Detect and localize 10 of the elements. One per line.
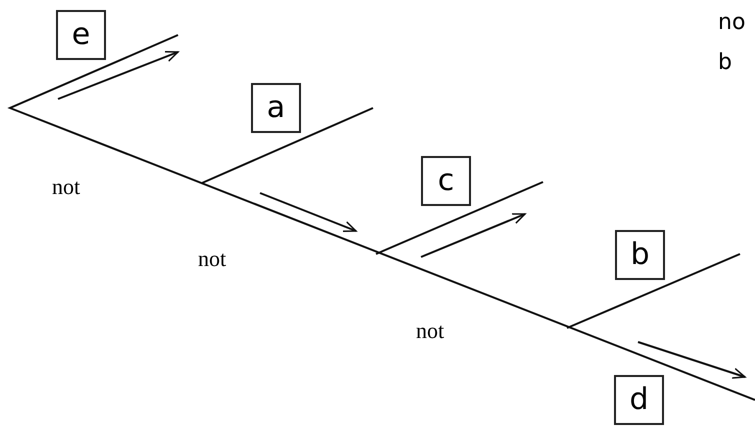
handwritten-note: no: [718, 12, 746, 34]
handwritten-note: b: [718, 52, 732, 74]
letter-box: b: [615, 230, 665, 280]
letter-box: e: [56, 10, 106, 60]
branch-label: not: [198, 248, 226, 270]
letter-box: c: [421, 156, 471, 206]
branch-label: not: [52, 176, 80, 198]
branch-label: not: [416, 320, 444, 342]
letter-box: d: [614, 375, 664, 425]
letter-box: a: [251, 83, 301, 133]
